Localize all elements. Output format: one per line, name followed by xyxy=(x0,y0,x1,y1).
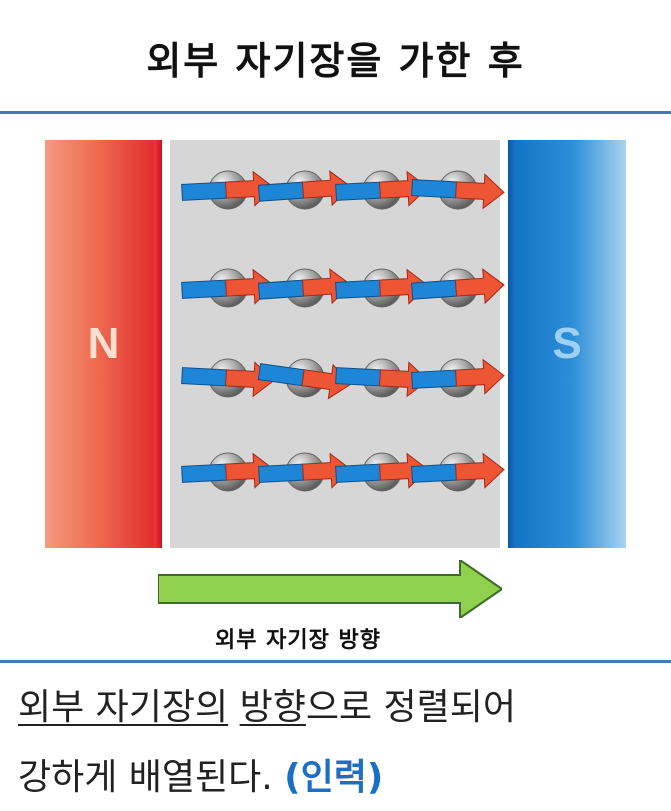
magnetic-dipole xyxy=(411,358,505,398)
south-magnet: S xyxy=(508,140,626,548)
magnetic-dipole xyxy=(181,358,275,398)
magnetic-dipole xyxy=(335,358,429,398)
magnetic-dipole xyxy=(257,358,352,400)
magnetic-dipole xyxy=(181,170,275,210)
field-direction-label: 외부 자기장 방향 xyxy=(215,628,381,653)
south-pole-label: S xyxy=(552,319,582,368)
caption-underlined-1: 외부 자기장의 xyxy=(18,687,229,728)
magnetic-dipole xyxy=(411,268,505,308)
caption-space xyxy=(228,687,239,728)
field-direction-arrow xyxy=(158,560,502,618)
page-title: 외부 자기장을 가한 후 xyxy=(146,39,525,83)
caption-keyword: (인력) xyxy=(284,757,384,798)
caption-line-2: 강하게 배열된다. (인력) xyxy=(18,760,658,796)
caption-rest: 으로 정렬되어 xyxy=(305,687,517,728)
bottom-divider xyxy=(0,660,671,663)
magnetic-dipole xyxy=(411,452,505,492)
magnetic-domain-area xyxy=(170,140,505,548)
north-pole-label: N xyxy=(87,319,120,368)
caption-line-1: 외부 자기장의 방향으로 정렬되어 xyxy=(18,690,658,726)
top-divider xyxy=(0,111,671,114)
north-magnet: N xyxy=(45,140,162,548)
caption-underlined-2: 방향 xyxy=(239,687,306,728)
caption-line-2-text: 강하게 배열된다. xyxy=(18,757,285,798)
magnetic-dipole xyxy=(411,170,505,210)
